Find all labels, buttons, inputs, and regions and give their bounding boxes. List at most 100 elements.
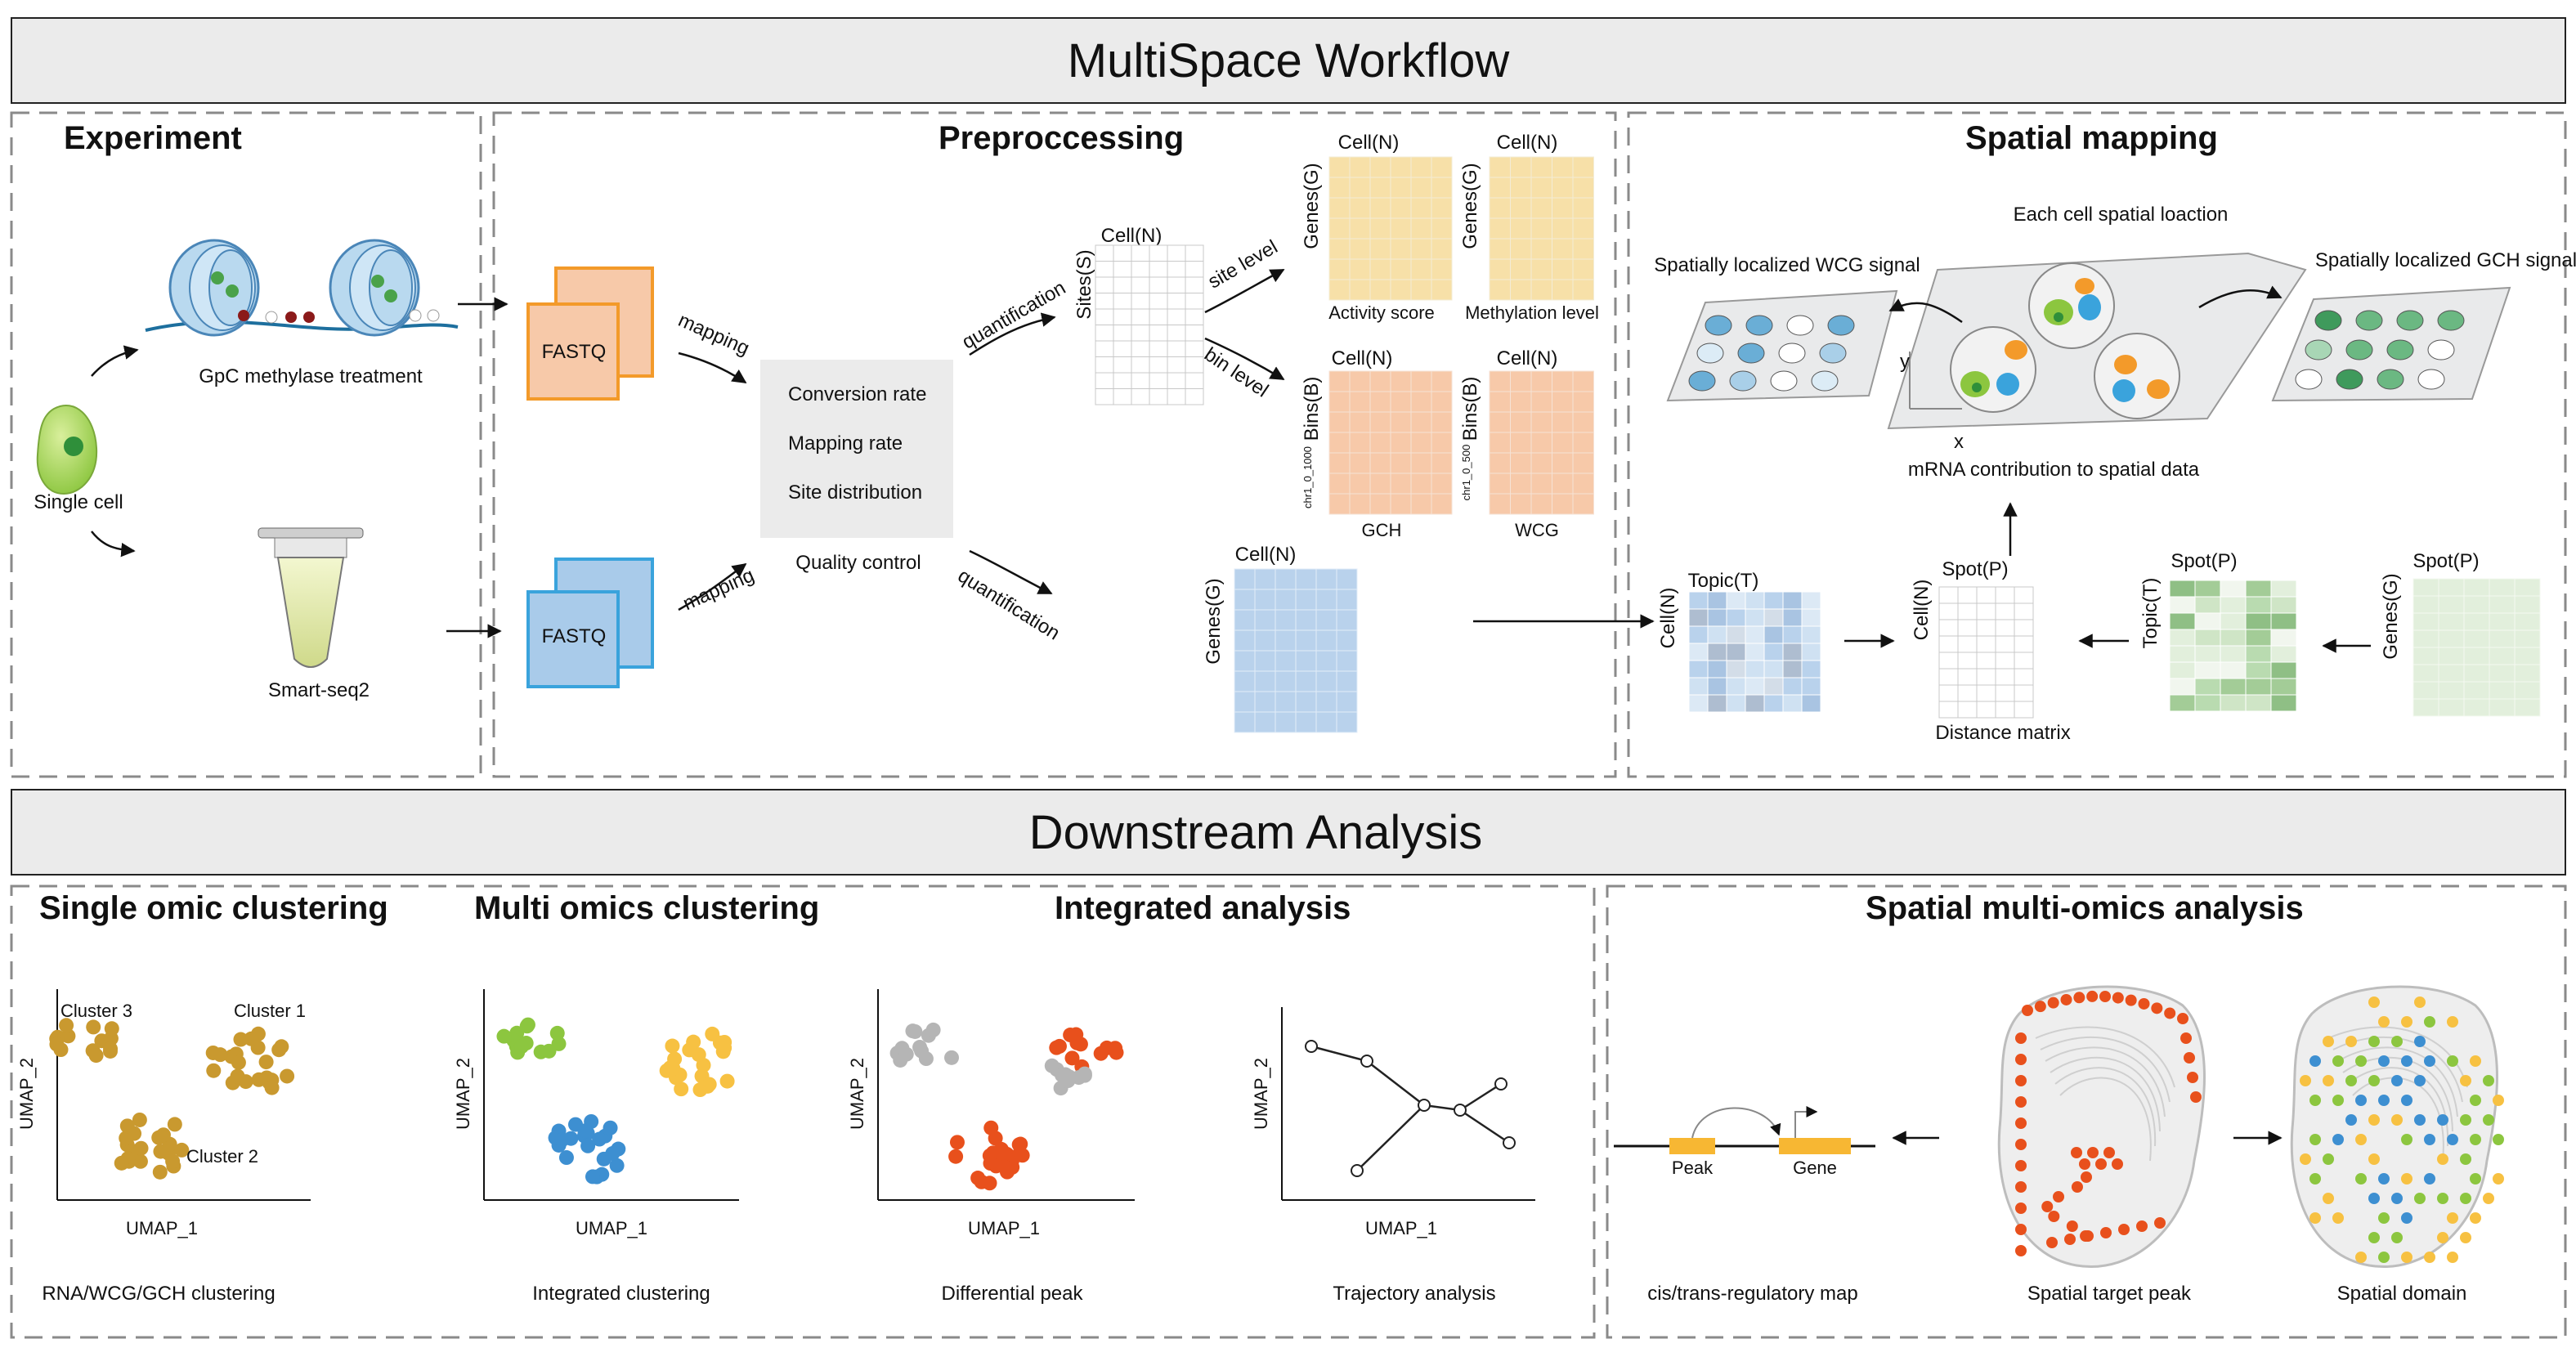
- matrix-cell: [1315, 609, 1337, 631]
- matrix-cell: [1390, 452, 1412, 474]
- domain-spot: [2332, 1095, 2344, 1106]
- signal-spot: [2314, 310, 2342, 331]
- matrix-cell: [1410, 258, 1432, 280]
- matrix-cell: [1131, 340, 1150, 357]
- matrix-cell: [2514, 578, 2541, 597]
- matrix-cell: [1763, 660, 1784, 678]
- axis-y-label: y: [1900, 351, 1910, 373]
- target-peak-spot: [2048, 1211, 2060, 1222]
- domain-spot: [2460, 1114, 2471, 1126]
- matrix-cell: [1234, 711, 1256, 733]
- matrix-cell: [1957, 684, 1978, 702]
- umap-point: [519, 1019, 535, 1034]
- traj-xlabel: UMAP_1: [1365, 1218, 1437, 1238]
- matrix-cell: [2438, 578, 2465, 597]
- domain-spot: [2470, 1173, 2481, 1185]
- trajectory-edge: [1366, 1060, 1425, 1106]
- arrow-bin-level: [1204, 337, 1285, 381]
- signal-spot: [1819, 343, 1847, 364]
- target-peak-spot: [2053, 1191, 2065, 1202]
- target-peak-spot: [2046, 1237, 2058, 1248]
- mapping-top-label: mapping: [675, 309, 753, 360]
- matrix-cell: [1976, 701, 1996, 719]
- target-peak-spot: [2015, 1202, 2027, 1214]
- umap-point: [592, 1131, 607, 1147]
- single-omic-umap: [49, 989, 311, 1201]
- matrix-cell: [1431, 370, 1453, 392]
- matrix-cell: [1185, 293, 1204, 310]
- matrix-cell: [1489, 391, 1511, 413]
- umap-point: [912, 1040, 928, 1055]
- matrix-cell: [1726, 694, 1746, 713]
- matrix-cell: [1390, 472, 1412, 495]
- matrix-cell: [1390, 197, 1412, 219]
- domain-spot: [2401, 1252, 2412, 1263]
- matrix-cell: [1510, 197, 1532, 219]
- target-peak-spot: [2151, 1002, 2163, 1014]
- domain-spot: [2437, 1153, 2448, 1165]
- nucleosome-left: [168, 239, 260, 337]
- umap-point: [1063, 1028, 1078, 1043]
- matrix-cell: [1572, 493, 1594, 515]
- matrix-cell: [2489, 681, 2516, 700]
- matrix-cell: [1572, 279, 1594, 301]
- matrix-cell: [1328, 472, 1351, 495]
- matrix-cell: [1530, 452, 1552, 474]
- umap-point: [558, 1150, 574, 1166]
- tissue-texture: [2352, 1077, 2444, 1162]
- matrix-cell: [1431, 177, 1453, 199]
- matrix-cell: [1328, 238, 1351, 260]
- trajectory-umap: [1281, 1007, 1535, 1201]
- single-cluster1-label: Cluster 1: [234, 1001, 306, 1021]
- umap-point: [152, 1164, 168, 1180]
- matrix-cell: [1113, 308, 1132, 325]
- matrix-cell: [1315, 711, 1337, 733]
- matrix-cell: [2194, 629, 2221, 647]
- matrix-cell: [1410, 493, 1432, 515]
- matrix-cell: [1782, 608, 1803, 627]
- matrix-cell: [1745, 660, 1765, 678]
- matrix-cell: [1782, 660, 1803, 678]
- matrix-cell: [1510, 370, 1532, 392]
- single-cell-icon: [36, 404, 98, 495]
- target-peak-spot: [2112, 992, 2124, 1004]
- domain-spot: [2460, 1193, 2471, 1204]
- matrix-cell: [2169, 596, 2196, 614]
- traj-caption: Trajectory analysis: [1333, 1283, 1495, 1305]
- umap-point: [206, 1063, 222, 1078]
- sites-matrix: [1095, 244, 1204, 405]
- matrix-cell: [1431, 452, 1453, 474]
- matrix-cell: [1572, 472, 1594, 495]
- matrix-cell: [1167, 340, 1186, 357]
- matrix-cell: [1745, 694, 1765, 713]
- matrix-cell: [1254, 629, 1276, 652]
- matrix-cell: [1149, 261, 1168, 278]
- matrix-cell: [2489, 578, 2516, 597]
- domain-spot: [2378, 1252, 2390, 1263]
- matrix-cell: [1185, 388, 1204, 405]
- single-ylabel: UMAP_2: [16, 1058, 37, 1130]
- matrix-cell: [1431, 432, 1453, 454]
- domain-spot: [2323, 1193, 2334, 1204]
- domain-spot: [2493, 1134, 2504, 1145]
- matrix-cell: [1572, 391, 1594, 413]
- target-peak-spot: [2125, 994, 2137, 1006]
- matrix-cell: [1552, 177, 1574, 199]
- target-peak-spot: [2047, 996, 2059, 1009]
- spatial-cell-plane: [1887, 252, 2307, 430]
- matrix-cell: [1390, 411, 1412, 433]
- matrix-cell: [2412, 664, 2439, 683]
- matrix-cell: [1957, 602, 1978, 620]
- matrix-cell: [2438, 681, 2465, 700]
- matrix-cell: [1349, 217, 1371, 240]
- matrix-cell: [1149, 293, 1168, 310]
- matrix-cell: [1390, 391, 1412, 413]
- matrix-cell: [1489, 197, 1511, 219]
- signal-spot: [1811, 370, 1839, 392]
- matrix-cell: [1349, 432, 1371, 454]
- matrix-cell: [1295, 711, 1317, 733]
- matrix-cell: [1510, 258, 1532, 280]
- trajectory-edge: [1459, 1108, 1510, 1144]
- rna-gene-matrix: [1234, 568, 1358, 733]
